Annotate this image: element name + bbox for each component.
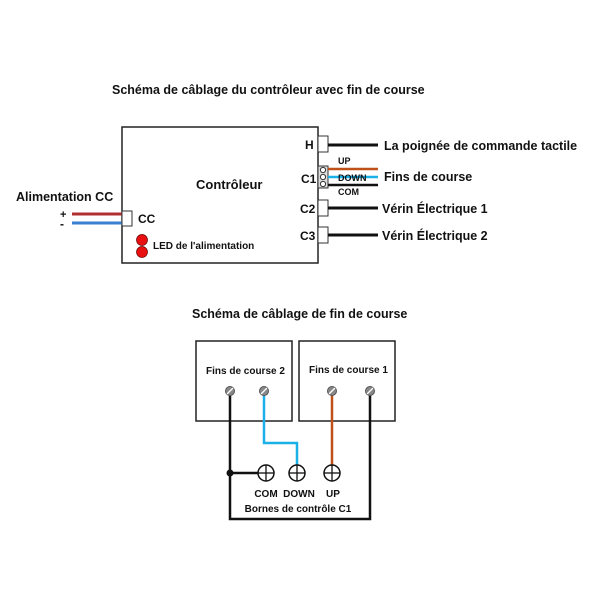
terminal-label-c2: C2 (300, 202, 316, 216)
control-terminal-com (257, 464, 275, 482)
diagram2-title: Schéma de câblage de fin de course (192, 307, 407, 321)
output-label-c1: Fins de course (384, 170, 472, 184)
down-wire (262, 394, 299, 466)
power-plus-sign: + (60, 209, 66, 221)
c1-pin (319, 180, 327, 188)
power-label: Alimentation CC (16, 190, 113, 204)
screw-terminal (327, 386, 337, 396)
led-label: LED de l'alimentation (153, 241, 254, 252)
led-indicator (136, 246, 148, 258)
limit-switch-2-box (195, 340, 293, 422)
controller-box (121, 126, 319, 264)
output-label-c3: Vérin Électrique 2 (382, 228, 488, 243)
terminal-c3 (317, 226, 329, 244)
terminal-block-label: Bornes de contrôle C1 (245, 504, 352, 515)
power-minus-sign: - (60, 217, 64, 231)
controller-label: Contrôleur (196, 177, 262, 192)
terminal-label-up: UP (326, 489, 340, 500)
output-label-c2: Vérin Électrique 1 (382, 201, 488, 216)
screw-terminal (365, 386, 375, 396)
cc-terminal (121, 210, 133, 227)
control-terminal-up (323, 464, 341, 482)
limit-switch-2-label: Fins de course 2 (206, 366, 285, 377)
junction-dot (226, 469, 234, 477)
limit-switch-1-box (298, 340, 396, 422)
screw-terminal (225, 386, 235, 396)
control-terminal-down (288, 464, 306, 482)
c1-com-label: COM (338, 187, 359, 197)
diagram1-title: Schéma de câblage du contrôleur avec fin… (112, 83, 425, 97)
c1-down-label: DOWN (338, 173, 367, 183)
terminal-label-com: COM (254, 489, 277, 500)
c1-pin (319, 173, 327, 181)
cc-terminal-label: CC (138, 212, 156, 226)
terminal-h (317, 135, 329, 153)
c1-up-label: UP (338, 156, 351, 166)
terminal-c2 (317, 199, 329, 217)
c1-pin (319, 166, 327, 174)
terminal-label-h: H (305, 138, 314, 152)
screw-terminal (259, 386, 269, 396)
led-indicator (136, 234, 148, 246)
terminal-label-down: DOWN (283, 489, 315, 500)
terminal-label-c3: C3 (300, 229, 316, 243)
terminal-label-c1: C1 (301, 172, 317, 186)
output-label-h: La poignée de commande tactile (384, 139, 577, 153)
limit-switch-1-label: Fins de course 1 (309, 365, 388, 376)
com-common-wire (228, 394, 372, 521)
